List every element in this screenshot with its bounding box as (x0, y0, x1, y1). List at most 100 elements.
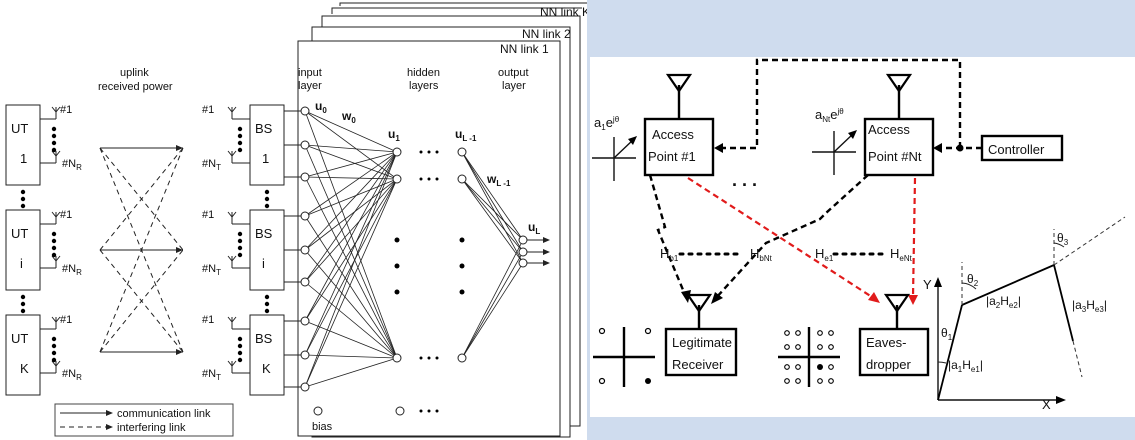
antenna-icon (883, 293, 911, 313)
ap-ellipsis: . . . (732, 170, 757, 190)
bs-label: BS (255, 121, 273, 136)
bs-label: BS (255, 331, 273, 346)
vector-sum-diagram: X Y θ1 θ2 θ3 |a1He1| |a2He2| |a3He3| (923, 216, 1126, 412)
w0-label: w0 (341, 109, 356, 125)
input-node (300, 211, 310, 221)
nn-link-1-label: NN link 1 (500, 42, 549, 56)
phase-shifter-1: a1ejθ (592, 115, 637, 181)
ut-antenna-first: #1 (60, 314, 72, 326)
ut-block: UT i #1 #NR (5, 209, 82, 291)
controller-label: Controller (988, 142, 1045, 157)
nn-edges (284, 110, 550, 388)
phase-shifter-nt: aNtejθ (812, 107, 857, 175)
input-node (300, 106, 310, 116)
bs-block: BSi#1#NT (202, 209, 285, 291)
access-point-nt-label-1: Access (868, 122, 910, 137)
hidden-node (392, 174, 402, 184)
ut-antenna-first: #1 (60, 209, 72, 221)
theta-3-label: θ3 (1057, 231, 1069, 247)
theta-2-label: θ2 (967, 272, 979, 288)
antenna-icon (885, 73, 913, 93)
theta-1-label: θ1 (941, 326, 953, 342)
ut-antenna-last: #NR (62, 263, 82, 277)
received-power-label: received power (98, 81, 173, 93)
vector-2-label: |a2He2| (986, 294, 1021, 310)
h-b1-label: Hb1 (660, 246, 679, 263)
legend-interfering-label: interfering link (117, 422, 186, 434)
bs-antenna-last: #NT (202, 263, 221, 277)
input-node (300, 245, 310, 255)
antenna-icon (685, 293, 713, 313)
ut-index: K (20, 361, 29, 376)
bs-antenna-first: #1 (202, 314, 214, 326)
y-axis-label: Y (923, 277, 932, 292)
bs-block: BSK#1#NT (202, 314, 285, 396)
access-point-1-label-2: Point #1 (648, 149, 696, 164)
hidden-layers-label: hidden (407, 67, 440, 79)
input-node (300, 350, 310, 360)
h-ent-label: HeNt (890, 246, 913, 263)
nn-nodes (300, 106, 528, 416)
input-node (300, 172, 310, 182)
u1-label: u1 (388, 127, 400, 143)
phase-nt-label: aNtejθ (815, 107, 844, 124)
output-node (518, 247, 528, 257)
input-node (300, 277, 310, 287)
bs-index: 1 (262, 151, 269, 166)
legitimate-receiver-label-1: Legitimate (672, 335, 732, 350)
channel-labels: Hb1 HbNt He1 HeNt (660, 246, 913, 263)
hidden-node (457, 174, 467, 184)
input-layer-label: input (298, 67, 322, 79)
input-node (300, 316, 310, 326)
x-axis-label: X (1042, 397, 1051, 412)
uplink-links (99, 145, 184, 355)
h-e1-label: He1 (815, 246, 834, 263)
hidden-node (392, 353, 402, 363)
controller: Controller (980, 134, 1064, 162)
h-bnt-label: HbNt (750, 246, 773, 263)
output-node (518, 258, 528, 268)
nn-diagram-canvas: NN link K NN link 2 NN link 1 input laye… (5, 2, 587, 438)
beamforming-canvas: Access Point #1 Access Point #Nt Control… (592, 58, 1126, 412)
legend: communication link interfering link (54, 403, 234, 437)
access-point-1: Access Point #1 (643, 73, 715, 177)
ut-index: i (20, 256, 23, 271)
eavesdropper-box (858, 327, 930, 377)
bs-index: K (262, 361, 271, 376)
uplink-label: uplink (120, 67, 149, 79)
access-point-nt-label-2: Point #Nt (868, 149, 922, 164)
output-layer-label-2: layer (502, 80, 526, 92)
bs-label: BS (255, 226, 273, 241)
bs-block: BS1#1#NT (202, 104, 285, 186)
eavesdropper-label-2: dropper (866, 357, 911, 372)
ut-antenna-last: #NR (62, 158, 82, 172)
legitimate-receiver-label-2: Receiver (672, 357, 724, 372)
phase-1-label: a1ejθ (594, 115, 620, 132)
legend-communication-label: communication link (117, 408, 211, 420)
control-lines: . . . (714, 58, 982, 190)
16qam-constellation (778, 327, 840, 387)
bias-node (313, 406, 323, 416)
wL1-label: wL -1 (486, 172, 511, 188)
ut-label: UT (11, 121, 28, 136)
secure-beamforming-diagram: Access Point #1 Access Point #Nt Control… (590, 57, 1135, 417)
bs-antenna-last: #NT (202, 158, 221, 172)
ut-label: UT (11, 226, 28, 241)
channel-paths (648, 174, 918, 305)
nn-link-k-label: NN link K (540, 5, 587, 19)
legitimate-receiver: Legitimate Receiver (664, 293, 738, 377)
bias-label: bias (312, 421, 333, 433)
nn-link-2-label: NN link 2 (522, 27, 571, 41)
antenna-icon (665, 73, 693, 93)
bs-antenna-first: #1 (202, 209, 214, 221)
input-node (300, 382, 310, 392)
input-node (300, 140, 310, 150)
access-point-1-label-1: Access (652, 127, 694, 142)
uL1-label: uL -1 (455, 127, 477, 143)
output-layer-label: output (498, 67, 529, 79)
ut-antenna-first: #1 (60, 104, 72, 116)
access-point-nt: Access Point #Nt (863, 73, 935, 177)
